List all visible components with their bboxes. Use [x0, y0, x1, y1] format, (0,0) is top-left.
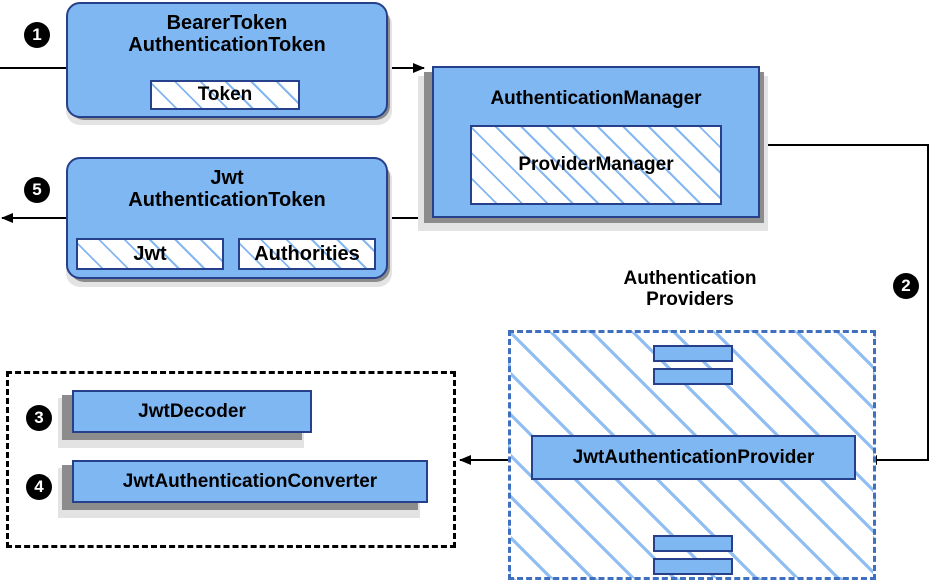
step-marker-3: 3: [26, 405, 52, 431]
jwt-authentication-converter-node[interactable]: JwtAuthenticationConverter: [72, 460, 428, 503]
step-marker-5: 5: [24, 177, 50, 203]
bearer-token-title-line1: BearerToken: [166, 12, 288, 34]
jwt-decoder-title: JwtDecoder: [138, 400, 246, 422]
step-marker-4: 4: [26, 474, 52, 500]
step-marker-4-number: 4: [34, 477, 44, 496]
step-marker-1: 1: [24, 22, 50, 48]
authentication-manager-title: AuthenticationManager: [490, 88, 702, 109]
token-chip[interactable]: Token: [150, 80, 300, 110]
jwt-token-title-line1: Jwt: [210, 167, 244, 189]
jwt-token-title-line2: AuthenticationToken: [128, 189, 326, 212]
providers-label-line2: Providers: [646, 289, 734, 311]
jwt-authentication-provider-node[interactable]: JwtAuthenticationProvider: [531, 435, 856, 480]
connector-manager-to-provider: [760, 144, 929, 465]
step-marker-3-number: 3: [34, 408, 44, 427]
provider-manager-chip[interactable]: ProviderManager: [470, 125, 722, 205]
step-marker-1-number: 1: [32, 25, 42, 44]
provider-placeholder-bar-2: [653, 368, 733, 385]
provider-placeholder-bar-3: [653, 535, 733, 552]
jwt-decoder-node[interactable]: JwtDecoder: [72, 390, 312, 433]
token-chip-label: Token: [197, 84, 253, 105]
step-marker-2-number: 2: [901, 276, 911, 295]
authentication-providers-label: Authentication Providers: [575, 268, 805, 311]
bearer-token-title-line2: AuthenticationToken: [128, 34, 326, 57]
jwt-authentication-converter-title: JwtAuthenticationConverter: [122, 470, 378, 492]
jwt-authentication-provider-title: JwtAuthenticationProvider: [572, 446, 815, 468]
authorities-chip[interactable]: Authorities: [238, 238, 376, 270]
step-marker-5-number: 5: [32, 180, 42, 199]
provider-manager-label: ProviderManager: [518, 154, 674, 175]
jwt-chip[interactable]: Jwt: [76, 238, 224, 270]
authorities-chip-label: Authorities: [254, 242, 360, 265]
provider-placeholder-bar-1: [653, 345, 733, 362]
provider-placeholder-bar-4: [653, 558, 733, 575]
step-marker-2: 2: [893, 273, 919, 299]
jwt-support-group: [6, 371, 456, 548]
providers-label-line1: Authentication: [623, 268, 757, 289]
jwt-chip-label: Jwt: [133, 242, 167, 265]
